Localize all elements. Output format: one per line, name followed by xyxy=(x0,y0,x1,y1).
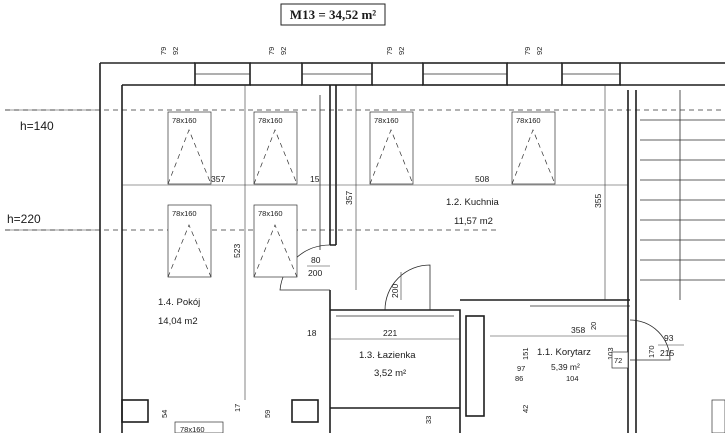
dim-92-1: 92 xyxy=(171,47,180,55)
bottom-window-marker-1: 78x160 xyxy=(174,421,224,433)
room-area-lazienka: 3,52 m² xyxy=(374,368,406,379)
svg-text:78x160: 78x160 xyxy=(258,209,283,218)
top-dimension-group-3: 79 92 xyxy=(385,47,406,55)
svg-text:78x160: 78x160 xyxy=(172,209,197,218)
svg-text:78x160: 78x160 xyxy=(172,116,197,125)
window-marker-6: 78x160 xyxy=(253,204,298,278)
dim-215: 215 xyxy=(660,348,674,358)
dim-104: 104 xyxy=(566,374,579,383)
dim-79-1: 79 xyxy=(159,47,168,55)
room-area-pokoj: 14,04 m2 xyxy=(158,316,198,327)
dim-93: 93 xyxy=(664,333,674,343)
dim-357-vertical: 357 xyxy=(344,191,354,205)
svg-text:78x160: 78x160 xyxy=(374,116,399,125)
room-area-korytarz: 5,39 m² xyxy=(551,362,580,372)
dim-80: 80 xyxy=(311,255,321,265)
wall-right-stair xyxy=(627,90,637,433)
window-marker-5: 78x160 xyxy=(167,204,212,278)
svg-text:78x160: 78x160 xyxy=(516,116,541,125)
window-marker-4: 78x160 xyxy=(511,111,556,185)
dim-355: 355 xyxy=(593,194,603,208)
dim-54: 54 xyxy=(160,410,169,418)
dim-15: 15 xyxy=(310,174,320,184)
dim-18: 18 xyxy=(307,328,317,338)
dim-357-horizontal: 357 xyxy=(211,174,225,184)
window-marker-3: 78x160 xyxy=(369,111,414,185)
dim-508: 508 xyxy=(475,174,489,184)
wall-pokoj-kuchnia xyxy=(329,85,337,246)
dim-59: 59 xyxy=(263,410,272,418)
dim-170: 170 xyxy=(647,345,656,358)
dim-86: 86 xyxy=(515,374,523,383)
window-marker-1: 78x160 xyxy=(167,111,212,185)
dim-79-3: 79 xyxy=(385,47,394,55)
height-label-140: h=140 xyxy=(20,119,54,133)
dim-72-box xyxy=(611,351,629,369)
top-dimension-group-2: 79 92 xyxy=(267,47,288,55)
dim-33: 33 xyxy=(424,416,433,424)
dim-200: 200 xyxy=(308,268,322,278)
bottom-column-left xyxy=(121,399,149,423)
dim-92-4: 92 xyxy=(535,47,544,55)
dim-79-2: 79 xyxy=(267,47,276,55)
height-label-220: h=220 xyxy=(7,212,41,226)
dim-79-4: 79 xyxy=(523,47,532,55)
dim-92-3: 92 xyxy=(397,47,406,55)
bottom-column-right xyxy=(465,315,485,417)
dim-523: 523 xyxy=(232,244,242,258)
dim-72: 72 xyxy=(614,356,622,365)
dim-17: 17 xyxy=(233,404,242,412)
room-name-kuchnia: 1.2. Kuchnia xyxy=(446,197,500,208)
room-name-lazienka: 1.3. Łazienka xyxy=(359,350,416,361)
dim-92-2: 92 xyxy=(279,47,288,55)
top-dimension-group-1: 79 92 xyxy=(159,47,180,55)
dim-97: 97 xyxy=(517,364,525,373)
room-area-kuchnia: 11,57 m2 xyxy=(454,216,493,227)
dim-20: 20 xyxy=(589,322,598,330)
dim-221: 221 xyxy=(383,328,397,338)
dim-200-vertical: 200 xyxy=(390,284,400,298)
dim-103: 103 xyxy=(606,347,615,360)
dim-42: 42 xyxy=(521,405,530,413)
title-box xyxy=(280,3,386,26)
bottom-window-marker-2 xyxy=(711,399,725,433)
dim-358: 358 xyxy=(571,325,585,335)
svg-text:78x160: 78x160 xyxy=(180,425,205,433)
staircase xyxy=(640,90,725,300)
plan-title: M13 = 34,52 m² xyxy=(290,7,377,22)
door-swing-entry xyxy=(629,319,671,361)
top-dimension-group-4: 79 92 xyxy=(523,47,544,55)
bottom-column-mid xyxy=(291,399,319,423)
room-name-pokoj: 1.4. Pokój xyxy=(158,297,200,308)
dim-151: 151 xyxy=(521,347,530,360)
svg-text:78x160: 78x160 xyxy=(258,116,283,125)
door-swing-lazienka xyxy=(384,264,431,311)
window-marker-2: 78x160 xyxy=(253,111,298,185)
wall-lazienka xyxy=(330,309,461,433)
room-name-korytarz: 1.1. Korytarz xyxy=(537,347,591,358)
